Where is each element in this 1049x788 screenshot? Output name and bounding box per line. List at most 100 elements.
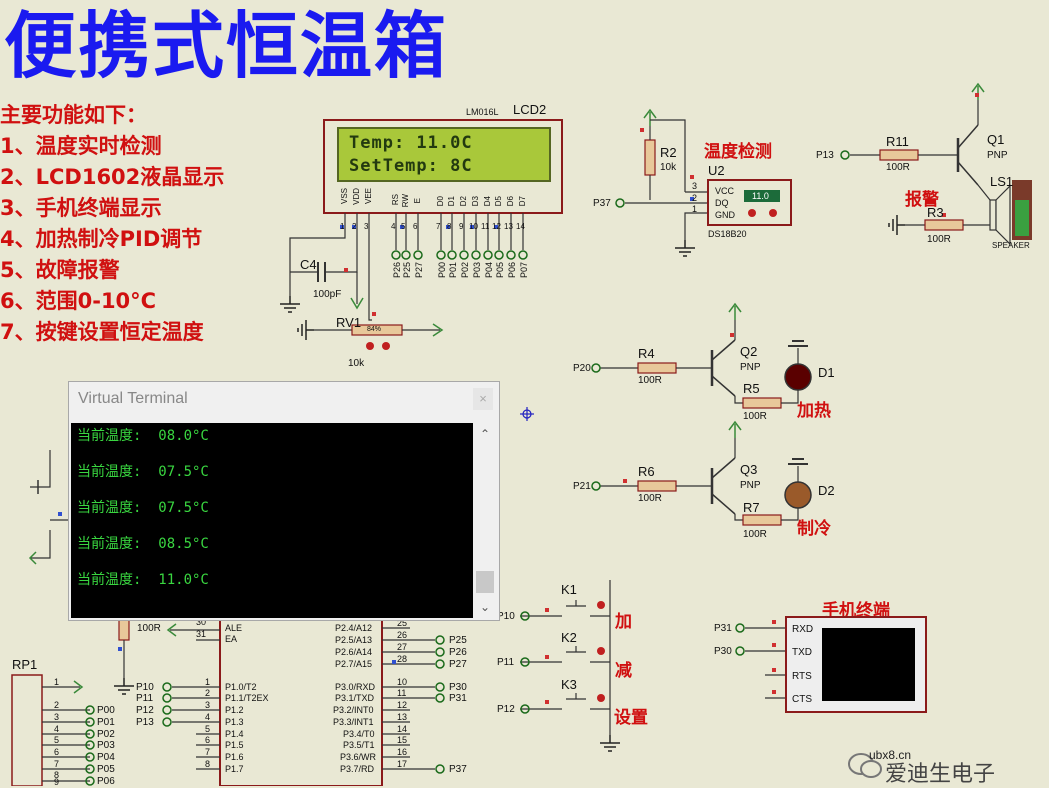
- pin-number: 25: [397, 618, 408, 628]
- pin-number: 4: [54, 724, 60, 734]
- pin-number: 2: [352, 222, 357, 231]
- pin-number: 1: [340, 222, 345, 231]
- pin-label: D0: [436, 196, 445, 207]
- q1-ref[interactable]: Q1: [987, 132, 1005, 147]
- pin-number: 4: [205, 712, 211, 722]
- pin-name: P1.7: [225, 764, 244, 774]
- terminal-line: 当前温度: 08.5°C: [77, 536, 209, 552]
- pin-number: 6: [205, 735, 211, 745]
- net-label: P00: [437, 262, 447, 279]
- phone-net: P31: [714, 623, 732, 634]
- heat-net: P20: [573, 363, 591, 374]
- r2-ref[interactable]: R2: [660, 145, 677, 160]
- scrollbar[interactable]: ⌃ ⌄: [474, 423, 496, 618]
- phone-pin: CTS: [792, 694, 812, 705]
- pin-name: P3.5/T1: [343, 740, 375, 750]
- pin-label: D7: [518, 196, 527, 207]
- key-label: 减: [615, 661, 632, 681]
- pin-name: P1.6: [225, 752, 244, 762]
- pin-number: 1: [205, 677, 211, 687]
- r11-ref[interactable]: R11: [886, 134, 909, 149]
- rp1-ref[interactable]: RP1: [12, 657, 38, 672]
- chevron-down-icon[interactable]: ⌄: [479, 600, 491, 614]
- key-net: P11: [497, 657, 515, 668]
- phone-terminal[interactable]: RXD TXD RTS CTS: [785, 616, 927, 713]
- pin-name: P2.7/A15: [335, 659, 373, 669]
- pin-label: E: [413, 198, 422, 204]
- pin-name: P3.4/T0: [343, 729, 375, 739]
- r7-ref[interactable]: R7: [743, 500, 760, 515]
- u2-ref[interactable]: U2: [708, 163, 725, 178]
- lcd-ref[interactable]: LCD2: [513, 102, 547, 117]
- pin-number: 3: [205, 700, 211, 710]
- scrollbar-thumb[interactable]: [476, 571, 494, 593]
- pin-number: 27: [397, 642, 408, 652]
- net-label: P00: [97, 705, 115, 716]
- q2-ref[interactable]: Q2: [740, 344, 758, 359]
- pin-label: D4: [483, 196, 492, 207]
- sensor-pin: VCC: [715, 186, 735, 196]
- chevron-up-icon[interactable]: ⌃: [479, 427, 491, 441]
- rv1-percent: 84%: [367, 326, 382, 333]
- sensor-label: 温度检测: [704, 142, 772, 162]
- pin-number: 12: [492, 222, 501, 231]
- net-label: P04: [484, 262, 494, 279]
- net-label: P11: [136, 693, 154, 704]
- pin-number: 5: [54, 735, 60, 745]
- r3-value: 100R: [927, 234, 951, 245]
- sensor-pin: DQ: [715, 198, 729, 208]
- sensor-pin-number: 3: [692, 181, 698, 191]
- pin-name: P3.6/WR: [340, 752, 377, 762]
- net-label: P25: [402, 262, 412, 279]
- r3-ref[interactable]: R3: [927, 205, 944, 220]
- pin-label: D6: [506, 196, 515, 207]
- pin-number: 16: [397, 747, 408, 757]
- d2-ref[interactable]: D2: [818, 483, 835, 498]
- close-button[interactable]: ×: [473, 388, 493, 410]
- q3-ref[interactable]: Q3: [740, 462, 758, 477]
- pin-name: P1.1/T2EX: [225, 693, 269, 703]
- sensor-net: P37: [593, 198, 611, 209]
- terminal-output[interactable]: 当前温度: 08.0°C 当前温度: 07.5°C 当前温度: 07.5°C 当…: [71, 423, 473, 618]
- pin-number: 28: [397, 654, 408, 664]
- r4-ref[interactable]: R4: [638, 346, 655, 361]
- sensor-display: 11.0: [752, 191, 769, 201]
- feature-item: 4、加热制冷PID调节: [0, 227, 203, 251]
- pin-number: 3: [54, 712, 60, 722]
- terminal-line: 当前温度: 08.0°C: [77, 428, 209, 444]
- pin-number: 4: [391, 222, 396, 231]
- pin-name: P3.7/RD: [340, 764, 375, 774]
- pin-number: 6: [413, 222, 418, 231]
- net-label: P27: [414, 262, 424, 279]
- pin-label: D3: [471, 196, 480, 207]
- r5-ref[interactable]: R5: [743, 381, 760, 396]
- terminal-line: 当前温度: 07.5°C: [77, 500, 209, 516]
- watermark-url: ubx8.cn: [869, 748, 912, 762]
- mcu-resistor-value: 100R: [137, 623, 161, 634]
- net-label: P26: [392, 262, 402, 279]
- pin-number: 8: [205, 759, 211, 769]
- pin-name: P3.0/RXD: [335, 682, 376, 692]
- rv1-ref[interactable]: RV1: [336, 315, 362, 330]
- virtual-terminal-window[interactable]: Virtual Terminal × 当前温度: 08.0°C 当前温度: 07…: [68, 381, 500, 621]
- c4-value: 100pF: [313, 289, 342, 300]
- ls1-ref[interactable]: LS1: [990, 174, 1014, 189]
- phone-screen: [822, 628, 915, 701]
- r6-ref[interactable]: R6: [638, 464, 655, 479]
- pin-number: 8: [447, 222, 452, 231]
- cool-label: 制冷: [797, 519, 831, 539]
- net-label: P07: [519, 262, 529, 279]
- pin-number: 14: [397, 724, 408, 734]
- key-label: 加: [615, 612, 632, 632]
- feature-item: 2、LCD1602液晶显示: [0, 165, 225, 189]
- pin-number: 26: [397, 630, 408, 640]
- pin-number: 10: [469, 222, 478, 231]
- pin-label: D2: [459, 196, 468, 207]
- pin-name: P3.2/INT0: [333, 705, 374, 715]
- lcd-display[interactable]: Temp: 11.0C SetTemp: 8C: [337, 127, 551, 182]
- c4-ref[interactable]: C4: [300, 257, 317, 272]
- pin-number: 31: [196, 629, 207, 639]
- alarm-label: 报警: [905, 190, 939, 210]
- pin-name: P2.5/A13: [335, 635, 373, 645]
- d1-ref[interactable]: D1: [818, 365, 835, 380]
